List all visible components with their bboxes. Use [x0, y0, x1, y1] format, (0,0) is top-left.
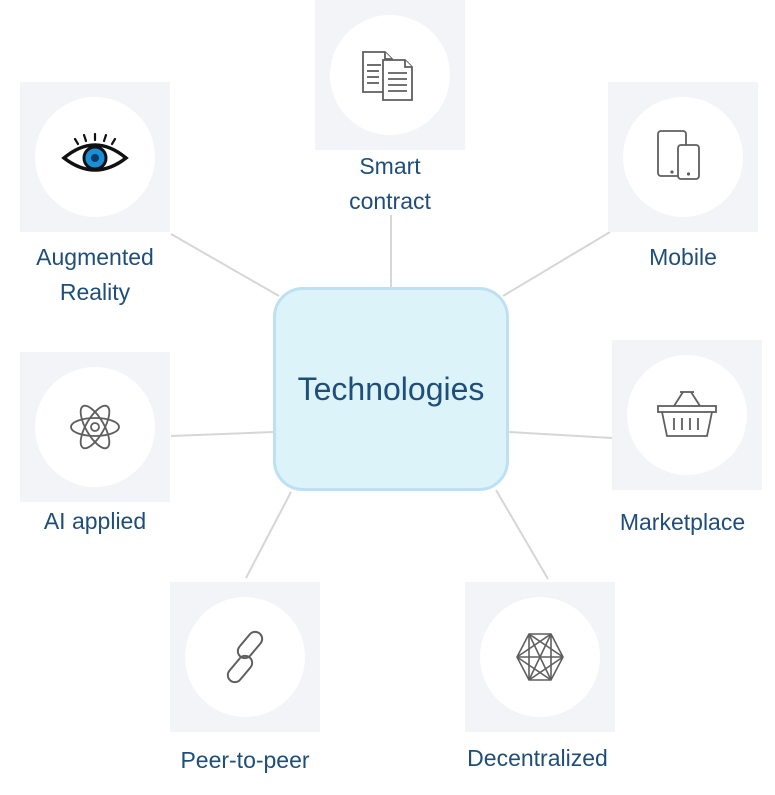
node-smart-contract-label: Smart contract: [349, 153, 431, 214]
node-ai-applied-tile: [20, 352, 170, 502]
node-ai-applied-label: AI applied: [43, 508, 147, 534]
node-augmented-reality-label: Augmented Reality: [36, 244, 154, 305]
eye-icon: [61, 132, 129, 172]
connector-decentralized: [495, 489, 549, 580]
icon-disc: [627, 355, 747, 475]
node-mobile-label: Mobile: [649, 244, 717, 270]
connector-augmented-reality: [170, 233, 280, 297]
basket-icon: [657, 391, 717, 437]
connector-peer-to-peer: [245, 491, 292, 579]
node-augmented-reality-tile: [20, 82, 170, 232]
hexagon-network-icon: [516, 633, 564, 681]
connector-mobile: [502, 231, 611, 297]
icon-disc: [35, 367, 155, 487]
node-smart-contract-tile: [315, 0, 465, 150]
chain-link-icon: [226, 630, 264, 684]
connector-marketplace: [508, 431, 613, 439]
center-hub: Technologies: [273, 287, 509, 491]
node-marketplace-tile: [612, 340, 762, 490]
devices-icon: [657, 130, 700, 180]
atom-icon: [70, 404, 120, 450]
node-peer-to-peer-label: Peer-to-peer: [180, 747, 310, 773]
node-decentralized-tile: [465, 582, 615, 732]
connector-ai-applied: [170, 431, 274, 437]
node-decentralized-label: Decentralized: [467, 745, 608, 771]
documents-icon: [362, 51, 413, 101]
icon-disc: [185, 597, 305, 717]
center-title: Technologies: [297, 370, 485, 407]
node-mobile-tile: [608, 82, 758, 232]
node-marketplace-label: Marketplace: [619, 509, 746, 535]
node-peer-to-peer-tile: [170, 582, 320, 732]
